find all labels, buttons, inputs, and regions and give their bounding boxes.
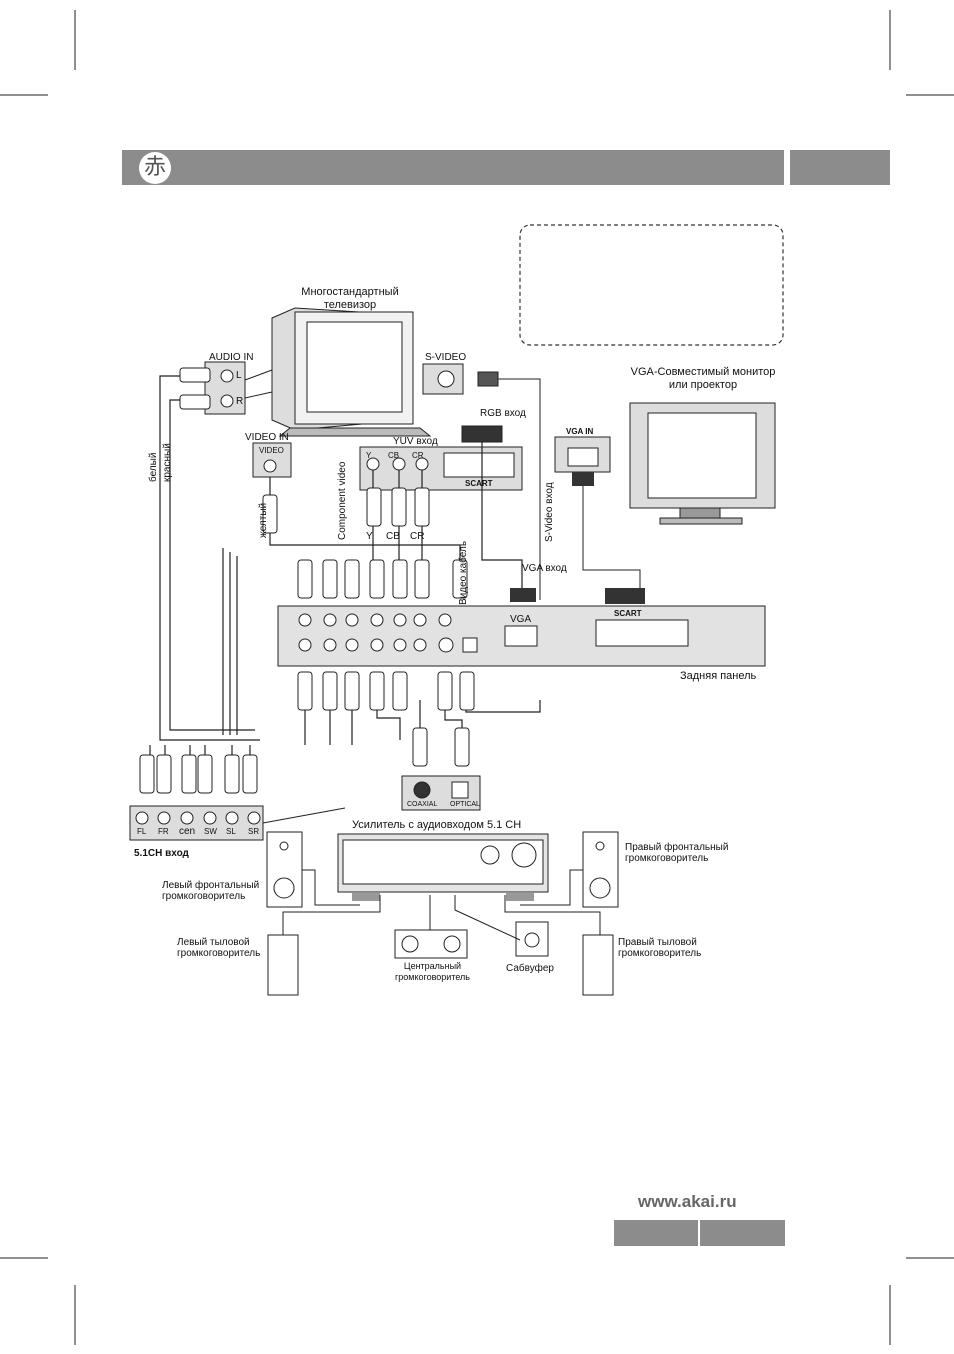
y-jack-label: Y [366, 451, 372, 460]
vga-monitor [554, 402, 776, 590]
ch-sr-label: SR [248, 827, 260, 836]
vga-in-label: VGA IN [566, 427, 594, 436]
ch-fr-label: FR [158, 827, 169, 836]
audio-l-label: L [236, 370, 242, 381]
ch51-input-panel [129, 805, 346, 841]
optical-label: OPTICAL [450, 801, 480, 808]
audio-in-label: AUDIO IN [209, 352, 254, 363]
component-video-label: Component video [337, 461, 348, 540]
amplifier [337, 833, 549, 901]
rear-panel-label: Задняя панель [680, 670, 757, 682]
front-left-speaker-label: Левый фронтальный громкоговоритель [162, 880, 260, 902]
vga-input-label: VGA вход [522, 563, 567, 574]
rca-plugs [179, 367, 468, 599]
header-bar [122, 150, 784, 185]
ch-sw-label: SW [204, 827, 217, 836]
red-label: красный [162, 443, 173, 482]
footer-bar-left [614, 1220, 698, 1246]
tv-label: Многостандартный телевизор [301, 286, 399, 312]
brand-logo: 赤 [139, 152, 171, 184]
ch-sl-label: SL [226, 827, 236, 836]
rear-left-speaker-label: Левый тыловой громкоговоритель [177, 937, 261, 959]
ch-cen-label: cen [179, 826, 196, 837]
footer-bar-right [700, 1220, 785, 1246]
subwoofer-label: Сабвуфер [506, 963, 554, 974]
audio-in-panel [204, 361, 273, 415]
video-in-label: VIDEO IN [245, 432, 289, 443]
speaker-wires [282, 869, 601, 941]
tv-illustration [271, 307, 432, 437]
cr-plug-label: CR [410, 531, 425, 542]
y-plug-label: Y [366, 531, 373, 542]
ch-fl-label: FL [137, 827, 147, 836]
rgb-in-label: RGB вход [480, 408, 526, 419]
digital-in-panel [401, 775, 481, 811]
yuv-scart-panel [359, 425, 523, 491]
rear-right-speaker-label: Правый тыловой громкоговоритель [618, 937, 702, 959]
svideo-panel [422, 363, 541, 600]
panel-scart-label: SCART [614, 609, 642, 618]
amplifier-label: Усилитель с аудиовходом 5.1 CH [352, 819, 522, 831]
coaxial-label: COAXIAL [407, 801, 438, 808]
front-right-speaker-label: Правый фронтальный громкоговоритель [625, 842, 729, 864]
ch51-in-label: 5.1CH вход [134, 848, 189, 859]
audio-r-label: R [236, 396, 244, 407]
vga-monitor-label: VGA-Совместимый монитор или проектор [630, 366, 776, 392]
video-in-panel [252, 442, 292, 478]
scart-label: SCART [465, 479, 493, 488]
footer-url: www.akai.ru [638, 1192, 737, 1211]
center-speaker-label: Центральный громкоговоритель [394, 961, 470, 982]
video-jack-label: VIDEO [259, 446, 284, 455]
panel-vga-label: VGA [510, 614, 532, 625]
note-box [519, 224, 784, 346]
rear-panel [277, 588, 766, 667]
header-bar-right [790, 150, 890, 185]
cr-jack-label: CR [412, 451, 424, 460]
cb-jack-label: CB [388, 451, 400, 460]
svideo-in-label: S-Video вход [544, 482, 555, 542]
yellow-label: желтый [258, 502, 269, 538]
video-cable-label: Видео кабель [458, 540, 469, 605]
speakers [266, 831, 619, 996]
white-label: белый [148, 452, 159, 482]
cb-plug-label: CB [386, 531, 400, 542]
svideo-label: S-VIDEO [425, 352, 467, 363]
yuv-in-label: YUV вход [393, 436, 438, 447]
